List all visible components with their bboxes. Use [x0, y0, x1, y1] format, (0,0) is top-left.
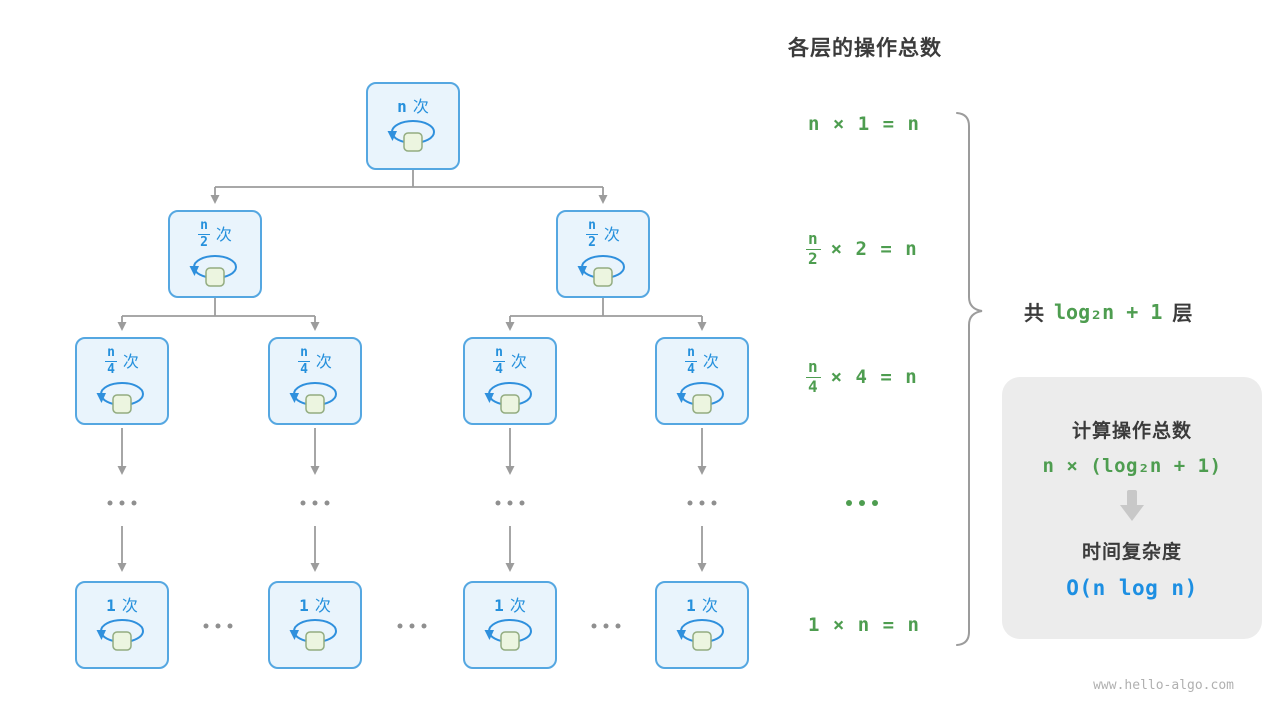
node-unit: 次	[603, 224, 620, 244]
node-label: 1 次	[494, 595, 526, 615]
loop-arrow-icon	[676, 381, 724, 414]
summary-formula-complexity: O(n log n)	[1066, 576, 1198, 600]
node-unit: 次	[122, 351, 139, 371]
node-label: n 2 次	[198, 219, 232, 249]
node-unit: 次	[510, 351, 527, 371]
node-unit: 次	[509, 595, 526, 615]
node-label: n 4 次	[493, 346, 527, 376]
node-label: n 次	[397, 96, 429, 116]
node-unit: 次	[702, 351, 719, 371]
layer-count-prefix: 共	[1024, 301, 1044, 325]
tree-node-l3-3: n 4 次	[463, 337, 557, 425]
ellipsis-dots	[203, 623, 233, 629]
ellipsis-dots	[687, 500, 717, 506]
layer-count-suffix: 层	[1172, 301, 1193, 325]
summary-title-operations: 计算操作总数	[1071, 420, 1192, 442]
equation-fraction: n 4	[806, 357, 821, 396]
node-label: n 2 次	[586, 219, 620, 249]
watermark: www.hello-algo.com	[1093, 678, 1234, 693]
layer-count-label: 共 log₂n + 1 层	[1024, 297, 1192, 326]
summary-title-complexity: 时间复杂度	[1081, 541, 1182, 563]
node-unit: 次	[315, 351, 332, 371]
loop-arrow-icon	[96, 381, 144, 414]
node-label: n 4 次	[685, 346, 719, 376]
ellipsis-dots	[300, 500, 330, 506]
summary-box: 计算操作总数 n × (log₂n + 1) 时间复杂度 O(n log n)	[1002, 377, 1262, 639]
node-label: n 4 次	[105, 346, 139, 376]
ellipsis-dots	[397, 623, 427, 629]
down-arrow-icon	[1120, 490, 1144, 521]
node-label: 1 次	[299, 595, 331, 615]
node-label: 1 次	[106, 595, 138, 615]
node-unit: 次	[121, 595, 138, 615]
node-fraction: n 4	[493, 345, 505, 377]
node-label: 1 次	[686, 595, 718, 615]
ellipsis-dots	[107, 500, 137, 506]
loop-arrow-icon	[577, 254, 625, 287]
equation-level-1: n × 1 = n	[808, 113, 920, 135]
loop-arrow-icon	[676, 618, 724, 651]
node-fraction: n 4	[298, 345, 310, 377]
node-fraction: n 4	[685, 345, 697, 377]
node-count: 1	[494, 595, 504, 615]
curly-brace	[956, 112, 983, 646]
ellipsis-dots	[495, 500, 525, 506]
node-count: 1	[299, 595, 309, 615]
node-count: n	[397, 96, 407, 116]
node-fraction: n 2	[586, 218, 598, 250]
loop-arrow-icon	[289, 381, 337, 414]
node-fraction: n 4	[105, 345, 117, 377]
node-unit: 次	[314, 595, 331, 615]
page-title: 各层的操作总数	[788, 36, 942, 60]
tree-node-l4-1: 1 次	[75, 581, 169, 669]
ellipsis-dots	[591, 623, 621, 629]
node-unit: 次	[412, 96, 429, 116]
loop-arrow-icon	[96, 618, 144, 651]
tree-node-l3-1: n 4 次	[75, 337, 169, 425]
loop-arrow-icon	[289, 618, 337, 651]
tree-node-root: n 次	[366, 82, 460, 170]
equation-level-2: n 2 × 2 = n	[806, 229, 918, 268]
tree-node-l2-1: n 2 次	[168, 210, 262, 298]
summary-formula-operations: n × (log₂n + 1)	[1042, 455, 1222, 477]
equation-level-3: n 4 × 4 = n	[806, 357, 918, 396]
tree-node-l4-3: 1 次	[463, 581, 557, 669]
tree-node-l4-2: 1 次	[268, 581, 362, 669]
ellipsis-dots	[846, 500, 878, 506]
equation-fraction: n 2	[806, 229, 821, 268]
tree-node-l3-4: n 4 次	[655, 337, 749, 425]
tree-node-l2-2: n 2 次	[556, 210, 650, 298]
node-fraction: n 2	[198, 218, 210, 250]
node-unit: 次	[215, 224, 232, 244]
node-unit: 次	[701, 595, 718, 615]
node-count: 1	[686, 595, 696, 615]
loop-arrow-icon	[484, 381, 532, 414]
tree-node-l4-4: 1 次	[655, 581, 749, 669]
node-count: 1	[106, 595, 116, 615]
loop-arrow-icon	[387, 119, 435, 152]
node-label: n 4 次	[298, 346, 332, 376]
loop-arrow-icon	[484, 618, 532, 651]
layer-count-formula: log₂n + 1	[1054, 299, 1163, 324]
equation-level-4: 1 × n = n	[808, 614, 920, 636]
tree-node-l3-2: n 4 次	[268, 337, 362, 425]
loop-arrow-icon	[189, 254, 237, 287]
